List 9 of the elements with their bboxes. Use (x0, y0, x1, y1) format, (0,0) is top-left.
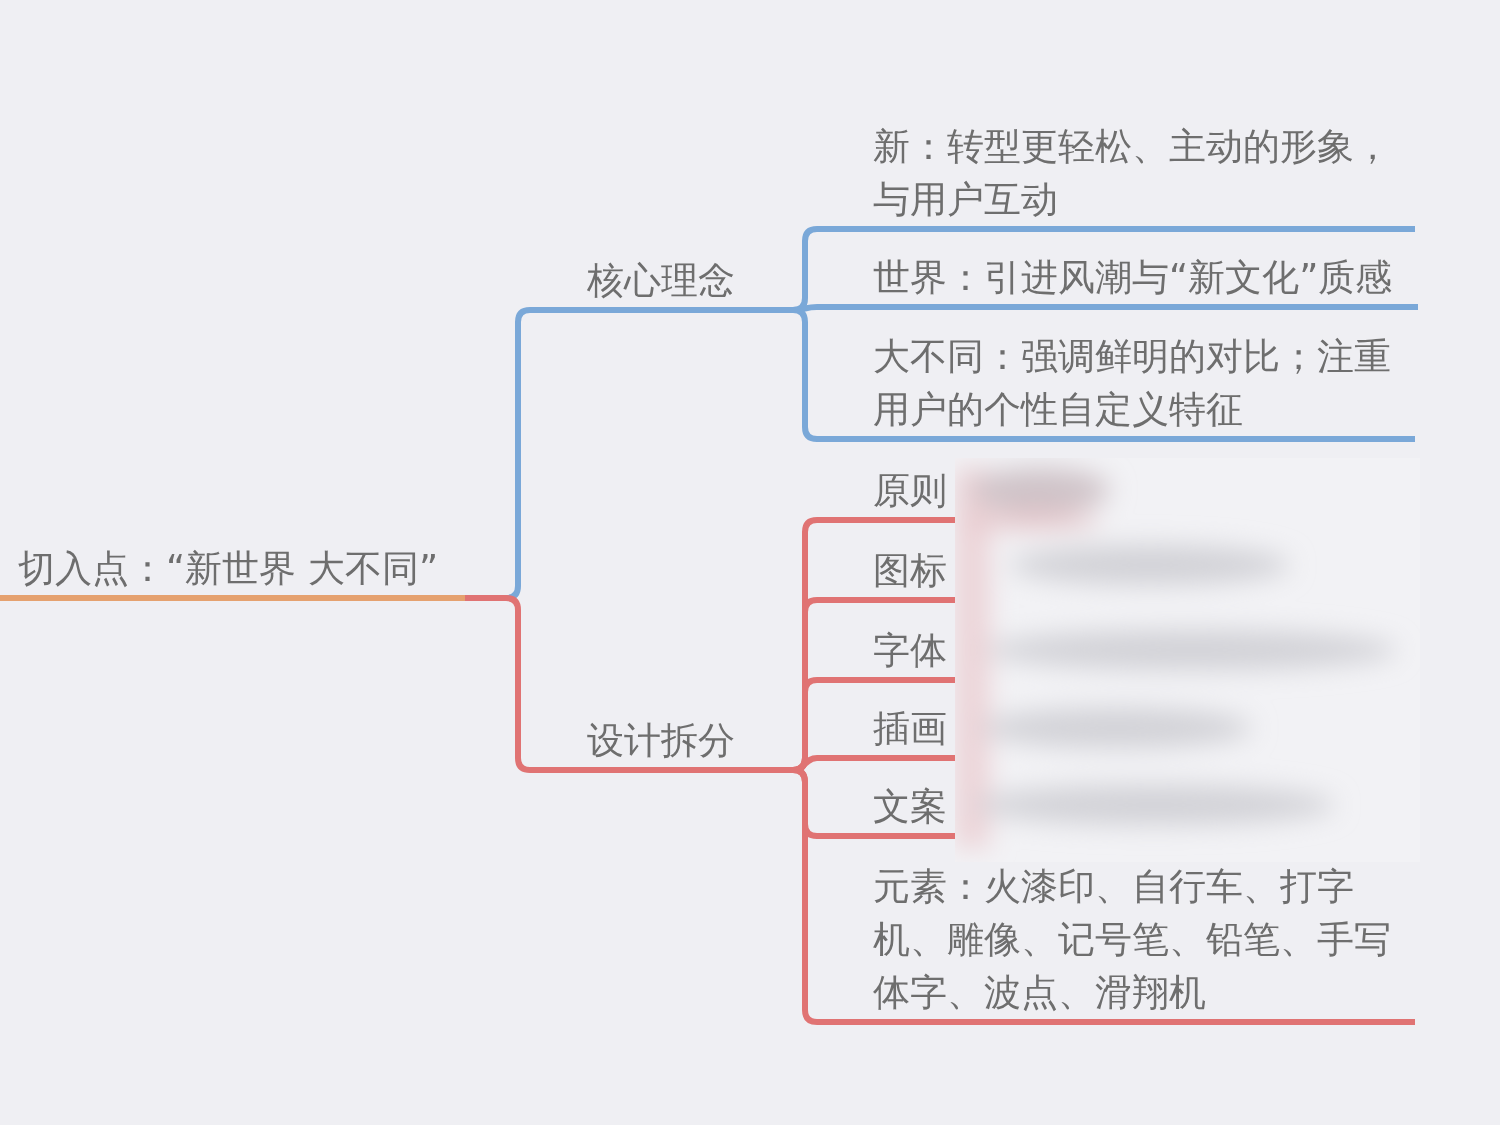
connector-line (465, 595, 570, 773)
main-topic: 核心理念 (570, 254, 750, 313)
subtopic: 大不同：强调鲜明的对比；注重用户的个性自定义特征 (818, 330, 1415, 442)
connector-line (750, 307, 820, 442)
subtopic: 新：转型更轻松、主动的形象，与用户互动 (818, 120, 1415, 232)
connector-line (750, 767, 820, 1025)
subtopic: 世界：引进风潮与“新文化”质感 (818, 251, 1418, 310)
main-topic: 设计拆分 (570, 714, 750, 773)
central-topic: 切入点：“新世界 大不同” (0, 542, 465, 601)
